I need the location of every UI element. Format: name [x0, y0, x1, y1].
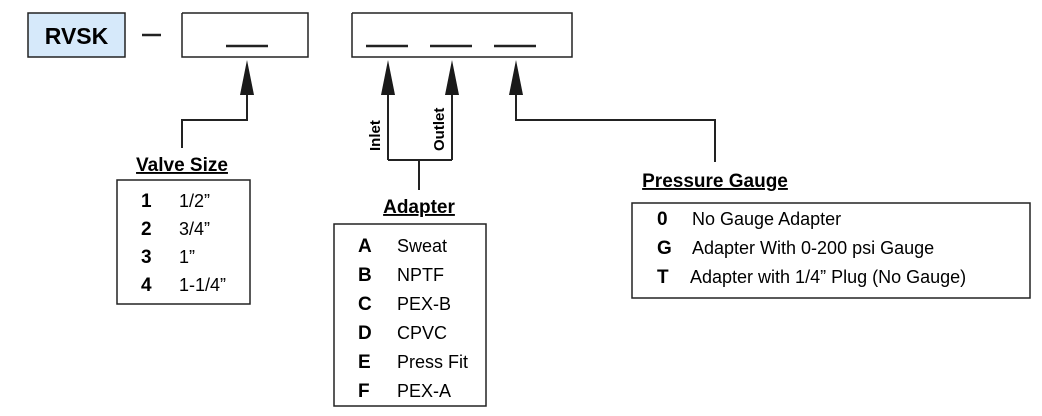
adapter-code: E — [358, 352, 371, 373]
valve-size-code: 1 — [141, 191, 152, 212]
adapter-desc: CPVC — [397, 323, 447, 343]
pressure-gauge-table — [631, 202, 1031, 299]
valve-size-code-bracket — [181, 12, 309, 58]
adapter-table — [333, 223, 487, 407]
pressure-gauge-rows: 0 No Gauge Adapter G Adapter With 0-200 … — [657, 209, 966, 288]
adapter-desc: PEX-A — [397, 381, 451, 401]
valve-size-table — [116, 179, 251, 305]
gauge-code: G — [657, 238, 672, 259]
gauge-desc: Adapter with 1/4” Plug (No Gauge) — [690, 267, 966, 287]
outlet-label: Outlet — [431, 108, 448, 151]
adapter-code: B — [358, 265, 372, 286]
adapter-desc: Press Fit — [397, 352, 468, 372]
pressure-gauge-heading: Pressure Gauge — [642, 171, 788, 192]
adapter-desc: Sweat — [397, 236, 447, 256]
valve-size-heading: Valve Size — [136, 155, 228, 176]
gauge-desc: Adapter With 0-200 psi Gauge — [692, 238, 934, 258]
valve-size-code: 4 — [141, 275, 152, 296]
prefix-box — [27, 12, 126, 58]
valve-size-desc: 1/2” — [179, 191, 210, 211]
adapter-code: C — [358, 294, 372, 315]
adapter-code: F — [358, 381, 370, 402]
gauge-arrow-line — [515, 95, 716, 162]
adapter-heading: Adapter — [383, 197, 455, 218]
adapter-desc: PEX-B — [397, 294, 451, 314]
gauge-arrow-head — [509, 60, 523, 95]
valve-size-arrow-line — [181, 95, 248, 148]
valve-size-desc: 3/4” — [179, 219, 210, 239]
adapter-code: A — [358, 236, 372, 257]
valve-size-arrow-head — [240, 60, 254, 95]
adapter-rows: A Sweat B NPTF C PEX-B D CPVC E Press Fi… — [358, 236, 468, 402]
gauge-code: T — [657, 267, 669, 288]
outlet-arrow-head — [445, 60, 459, 95]
valve-size-code: 3 — [141, 247, 152, 268]
prefix-text: RVSK — [45, 23, 109, 49]
valve-size-desc: 1” — [179, 247, 195, 267]
adapter-gauge-code-bracket — [351, 12, 573, 58]
valve-size-code: 2 — [141, 219, 152, 240]
valve-size-desc: 1-1/4” — [179, 275, 226, 295]
valve-size-rows: 1 1/2” 2 3/4” 3 1” 4 1-1/4” — [141, 191, 226, 296]
inlet-arrow-head — [381, 60, 395, 95]
adapter-code: D — [358, 323, 372, 344]
adapter-desc: NPTF — [397, 265, 444, 285]
inlet-label: Inlet — [367, 120, 384, 151]
gauge-code: 0 — [657, 209, 668, 230]
gauge-desc: No Gauge Adapter — [692, 209, 841, 229]
